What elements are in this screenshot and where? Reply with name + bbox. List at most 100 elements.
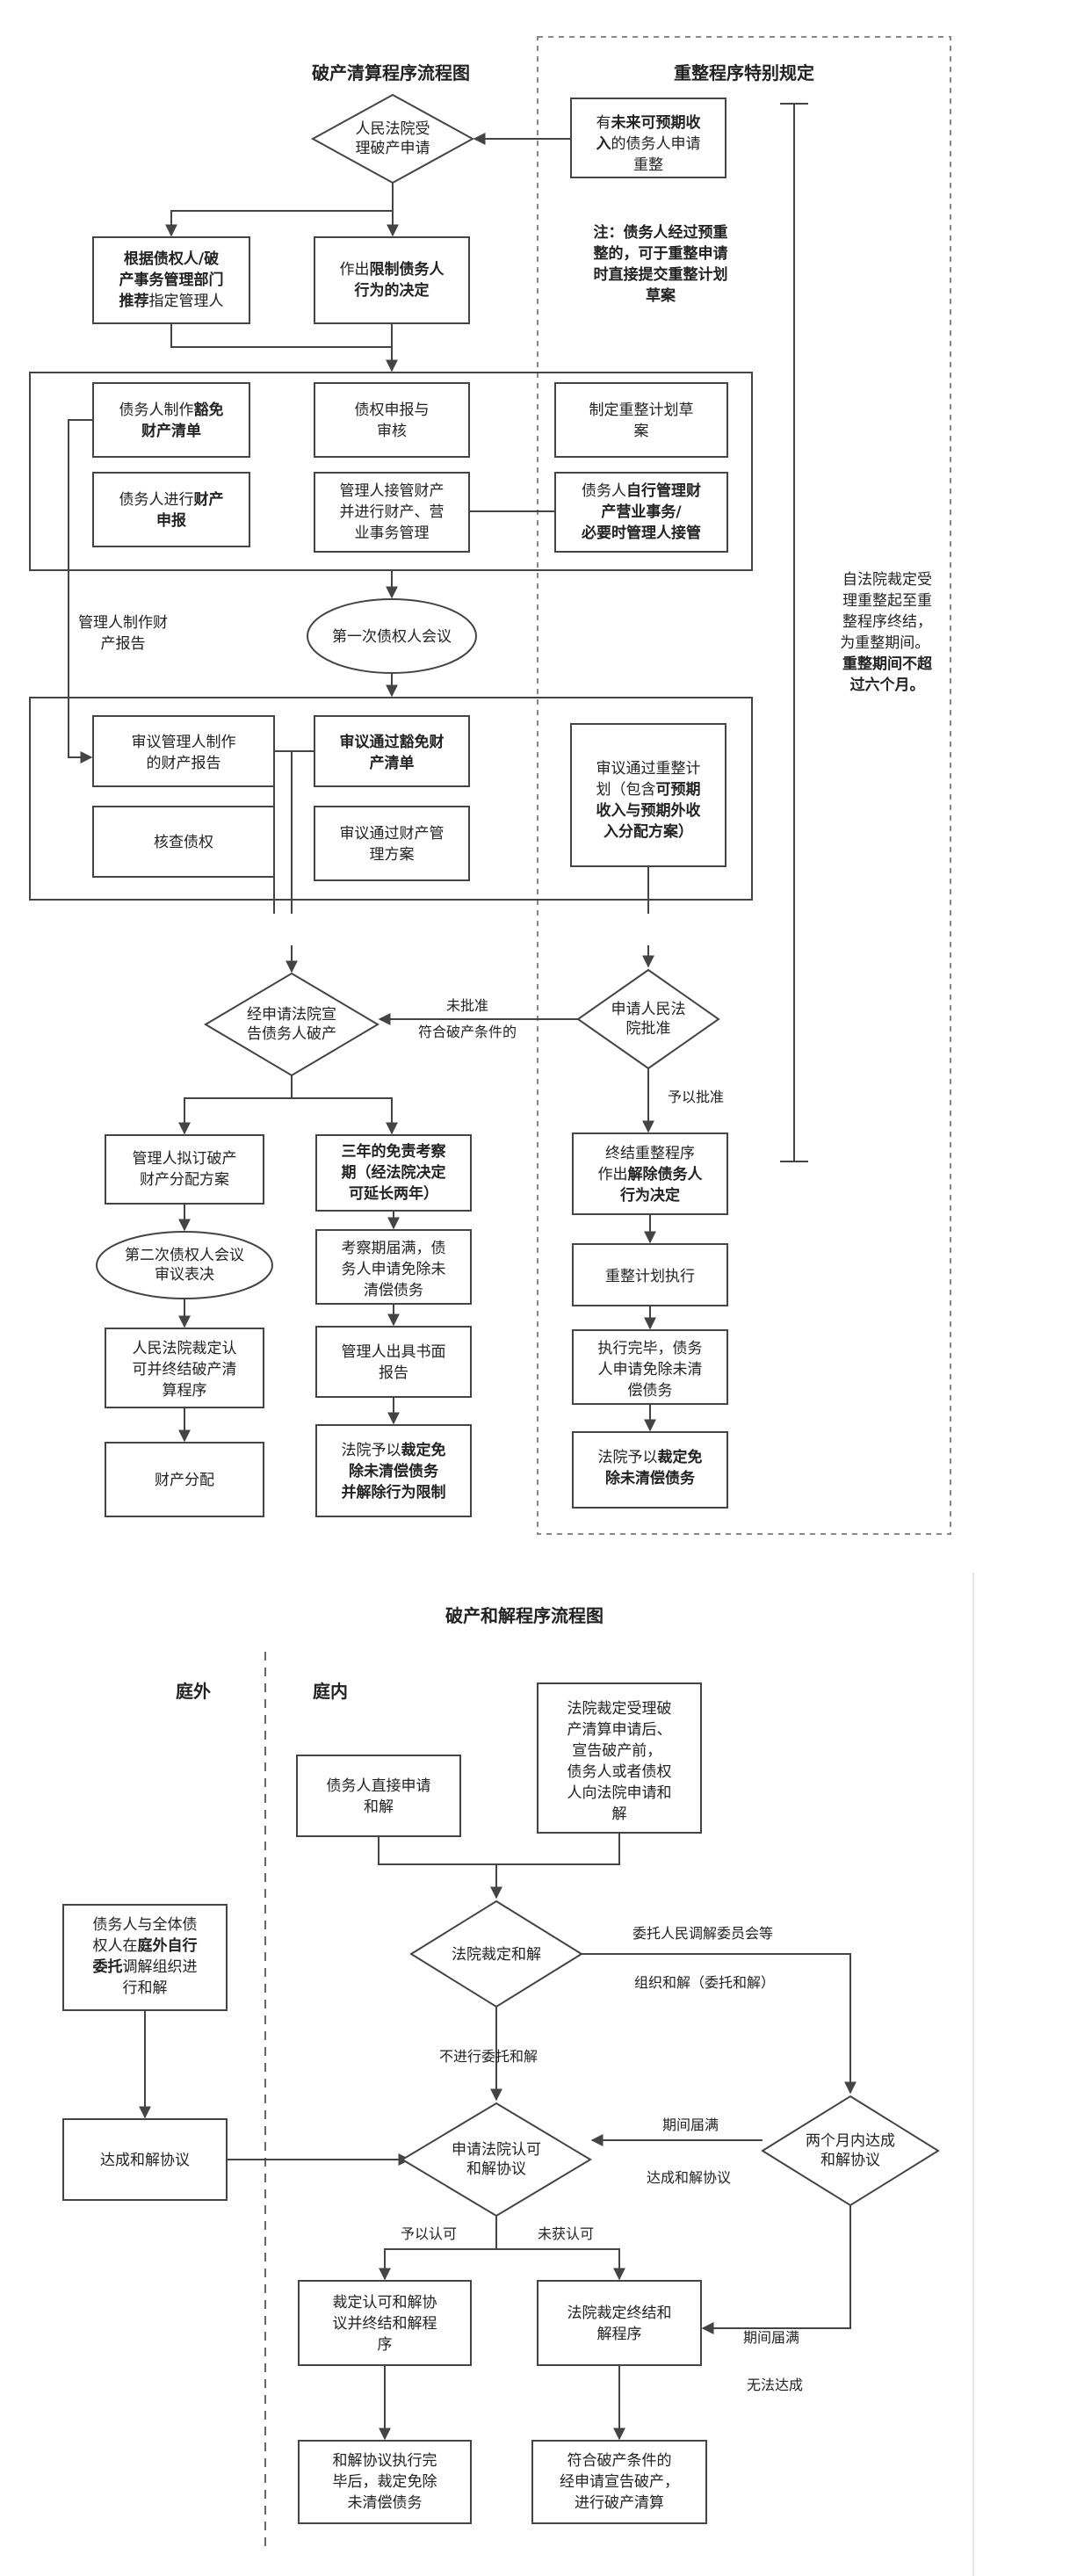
exempt-list-text: 债务人制作豁免财产清单: [119, 401, 224, 440]
end-procedure-text: 法院裁定终结和解程序: [567, 2305, 672, 2343]
execution-complete-text: 执行完毕，债务人申请免除未清偿债务: [598, 1340, 703, 1400]
proceed-liquidation-box: [531, 2440, 707, 2524]
svg-text:法院裁定和解: 法院裁定和解: [452, 1946, 541, 1964]
future-income-apply-box: [570, 98, 726, 178]
second-creditors-meeting-ellipse: 第二次债权人会议审议表决: [96, 1231, 273, 1299]
execution-complete-box: [572, 1329, 728, 1405]
pass-exempt-box: [314, 715, 470, 787]
first-creditors-meeting-ellipse: 第一次债权人会议: [307, 598, 477, 674]
exemption-after-execution-text: 和解协议执行完毕后，裁定免除未清偿债务: [333, 2452, 437, 2512]
pass-management-text: 审议通过财产管理方案: [340, 825, 445, 864]
svg-text:根据债权人/破产事务管理部门推荐指定管理人: 根据债权人/破产事务管理部门推荐指定管理人: [119, 250, 224, 310]
svg-text:法院予以裁定免除未清偿债务: 法院予以裁定免除未清偿债务: [598, 1448, 703, 1487]
plan-execution-box: [572, 1243, 728, 1306]
apply-after-acceptance-box: [537, 1682, 702, 1834]
meets-bankruptcy-label: 符合破产条件的: [418, 1024, 517, 1040]
out-of-court-settlement-box: [62, 1904, 228, 2011]
agreement-reached-label: 达成和解协议: [647, 2169, 731, 2186]
two-month-diamond: 两个月内达成和解协议: [761, 2095, 940, 2207]
period-expired-label-1: 期间届满: [662, 2117, 719, 2133]
future-income-apply-text: 有未来可预期收入的债务人申请重整: [596, 113, 701, 174]
accept-application-diamond: 人民法院受理破产申请: [310, 93, 475, 185]
self-manage-box: [554, 472, 728, 553]
claim-review-box: [314, 382, 470, 458]
phase-two-frame: [29, 697, 753, 901]
no-entrust-label: 不进行委托和解: [439, 2048, 538, 2065]
court-exemption-text: 法院予以裁定免除未清偿债务并解除行为限制: [342, 1441, 446, 1501]
svg-text:法院予以裁定免除未清偿债务并解除行为限制: 法院予以裁定免除未清偿债务并解除行为限制: [342, 1441, 446, 1501]
svg-text:债务人自行管理财产营业事务/必要时管理人接管: 债务人自行管理财产营业事务/必要时管理人接管: [581, 481, 701, 542]
distribution-plan-text: 管理人拟订破产财产分配方案: [133, 1150, 237, 1189]
plan-draft-text: 制定重整计划草案: [589, 402, 694, 440]
property-declaration-box: [92, 472, 250, 547]
out-of-court-label: 庭外: [176, 1681, 211, 1702]
approve-label: 予以批准: [668, 1089, 724, 1105]
pass-plan-box: [570, 723, 726, 867]
property-distribution-box: [105, 1442, 264, 1517]
terminate-liquidation-box: [105, 1328, 264, 1408]
end-reorganization-box: [572, 1132, 728, 1215]
written-report-text: 管理人出具书面报告: [342, 1343, 446, 1382]
plan-execution-text: 重整计划执行: [605, 1268, 695, 1285]
svg-text:终结重整程序作出解除债务人行为决定: 终结重整程序作出解除债务人行为决定: [598, 1145, 704, 1205]
take-over-text: 管理人接管财产并进行财产、营业事务管理: [340, 482, 445, 542]
cannot-reach-label: 无法达成: [747, 2377, 803, 2393]
not-approved-label: 未批准: [446, 997, 488, 1014]
svg-text:债务人与全体债权人在庭外自行委托调解组织进行和解: 债务人与全体债权人在庭外自行委托调解组织进行和解: [92, 1916, 198, 1997]
restrict-debtor-text: 作出限制债务人行为的决定: [340, 260, 445, 300]
approve-and-end-box: [298, 2280, 472, 2366]
court-approval-diamond: 申请人民法院批准: [576, 968, 720, 1070]
out-of-court-settlement-text: 债务人与全体债权人在庭外自行委托调解组织进行和解: [92, 1916, 198, 1997]
appoint-administrator-box: [92, 236, 250, 324]
svg-text:有未来可预期收入的债务人申请重整: 有未来可预期收入的债务人申请重整: [596, 113, 701, 174]
reorganization-panel-title: 重整程序特别规定: [674, 62, 814, 83]
written-report-box: [315, 1326, 472, 1398]
appoint-administrator-text: 根据债权人/破产事务管理部门推荐指定管理人: [119, 250, 224, 310]
reorganization-period-text: 自法院裁定受理重整起至重整程序终结，为重整期间。 重整期间不超过六个月。: [840, 571, 934, 694]
review-report-text: 审议管理人制作的财产报告: [132, 734, 236, 772]
pass-plan-text: 审议通过重整计划（包含可预期收入与预期外收入分配方案）: [596, 760, 701, 841]
terminate-liquidation-text: 人民法院裁定认可并终结破产清算程序: [133, 1340, 237, 1400]
reorganization-panel: [537, 36, 951, 1535]
end-reorganization-text: 终结重整程序作出解除债务人行为决定: [598, 1145, 704, 1205]
court-exemption-box: [315, 1424, 472, 1517]
svg-text:申请法院认可和解协议: 申请法院认可和解协议: [452, 2141, 541, 2178]
claim-review-text: 债权申报与审核: [355, 402, 430, 440]
declare-bankruptcy-diamond: 经申请法院宣告债务人破产: [204, 972, 379, 1077]
apply-after-acceptance-text: 法院裁定受理破产清算申请后、宣告破产前， 债务人或者债权人向法院申请和解: [567, 1700, 672, 1823]
distribution-plan-box: [105, 1134, 264, 1205]
property-report-line: [68, 419, 93, 763]
property-report-label: 管理人制作财产报告: [78, 614, 168, 653]
property-distribution-text: 财产分配: [155, 1472, 214, 1489]
svg-text:作出限制债务人行为的决定: 作出限制债务人行为的决定: [340, 260, 445, 300]
svg-text:债务人制作豁免财产清单: 债务人制作豁免财产清单: [119, 401, 224, 440]
approved-label: 予以认可: [401, 2225, 457, 2242]
approve-and-end-text: 裁定认可和解协议并终结和解程序: [333, 2294, 437, 2354]
entrust-mediation-label: 委托人民调解委员会等: [632, 1925, 773, 1942]
court-exemption-reorg-text: 法院予以裁定免除未清偿债务: [598, 1448, 703, 1487]
end-procedure-box: [537, 2280, 702, 2366]
pass-exempt-text: 审议通过豁免财产清单: [340, 733, 445, 772]
verify-claims-text: 核查债权: [154, 834, 213, 851]
verify-claims-box: [92, 806, 275, 878]
exemption-after-execution-box: [298, 2440, 472, 2524]
pre-reorganization-note: 注：债务人经过预重整的，可于重整申请时直接提交重整计划草案: [594, 223, 728, 305]
svg-text:债务人进行财产申报: 债务人进行财产申报: [119, 490, 224, 530]
agreement-reached-text: 达成和解协议: [100, 2152, 190, 2169]
proceed-liquidation-text: 符合破产条件的经申请宣告破产，进行破产清算: [560, 2452, 679, 2512]
svg-text:审议通过重整计划（包含可预期收入与预期外收入分配方案）: 审议通过重整计划（包含可预期收入与预期外收入分配方案）: [596, 760, 701, 841]
exempt-list-box: [92, 382, 250, 458]
property-declaration-text: 债务人进行财产申报: [119, 490, 224, 530]
probation-end-text: 考察期届满，债务人申请免除未清偿债务: [342, 1240, 446, 1299]
pass-management-box: [314, 806, 470, 881]
liquidation-flowchart-title: 破产清算程序流程图: [312, 62, 470, 83]
probation-text: 三年的免责考察期（经法院决定可延长两年）: [342, 1142, 447, 1203]
self-manage-text: 债务人自行管理财产营业事务/必要时管理人接管: [581, 481, 701, 542]
svg-text:第二次债权人会议审议表决: 第二次债权人会议审议表决: [125, 1247, 244, 1284]
direct-apply-box: [296, 1755, 461, 1837]
organize-settlement-label: 组织和解（委托和解）: [634, 1974, 775, 1991]
period-expired-label-2: 期间届满: [743, 2329, 799, 2346]
direct-apply-text: 债务人直接申请和解: [327, 1777, 431, 1816]
svg-text:第一次债权人会议: 第一次债权人会议: [332, 628, 452, 646]
court-exemption-reorg-box: [572, 1431, 728, 1509]
